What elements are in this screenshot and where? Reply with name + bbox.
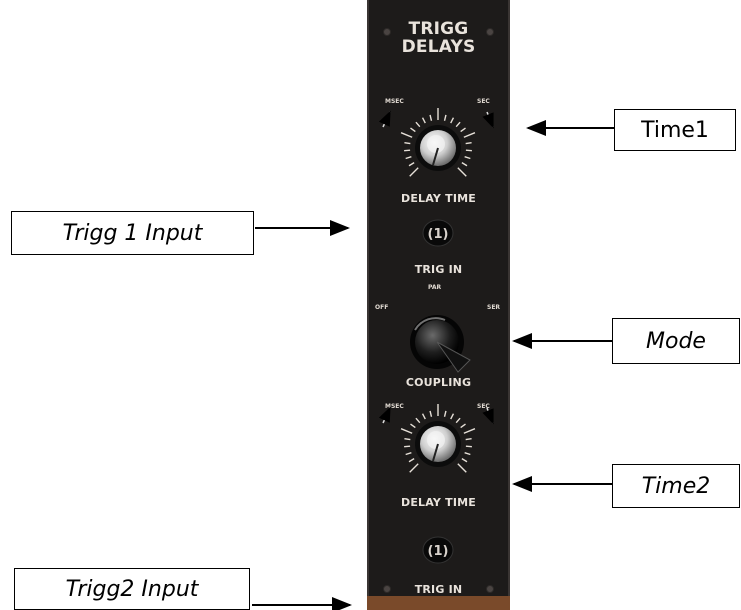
callout-time1: Time1 bbox=[614, 109, 736, 151]
callout-trigg1-input: Trigg 1 Input bbox=[11, 211, 254, 255]
coupling-ser-label: SER bbox=[487, 304, 500, 311]
coupling-off-label: OFF bbox=[375, 304, 388, 311]
module-title-line1: TRIGG bbox=[369, 20, 508, 38]
module-title-line2: DELAYS bbox=[369, 38, 508, 56]
module-title: TRIGG DELAYS bbox=[369, 20, 508, 56]
callout-mode: Mode bbox=[612, 318, 740, 364]
coupling-label: COUPLING bbox=[369, 376, 508, 389]
trigg-delays-module-panel: TRIGG DELAYS MSEC SEC DELAY TIME TRIG IN… bbox=[367, 0, 510, 610]
coupling-par-label: PAR bbox=[428, 284, 441, 291]
delay-time-label-2: DELAY TIME bbox=[369, 496, 508, 509]
sec-label-1: SEC bbox=[477, 98, 490, 105]
msec-label-2: MSEC bbox=[385, 403, 404, 410]
sec-label-2: SEC bbox=[477, 403, 490, 410]
wood-end-cap bbox=[367, 596, 510, 610]
callout-time2: Time2 bbox=[612, 464, 740, 508]
msec-label-1: MSEC bbox=[385, 98, 404, 105]
callout-trigg2-input: Trigg2 Input bbox=[14, 568, 250, 610]
trig-in-label-2: TRIG IN bbox=[369, 583, 508, 596]
delay-time-label-1: DELAY TIME bbox=[369, 192, 508, 205]
trig-in-label-1: TRIG IN bbox=[369, 263, 508, 276]
